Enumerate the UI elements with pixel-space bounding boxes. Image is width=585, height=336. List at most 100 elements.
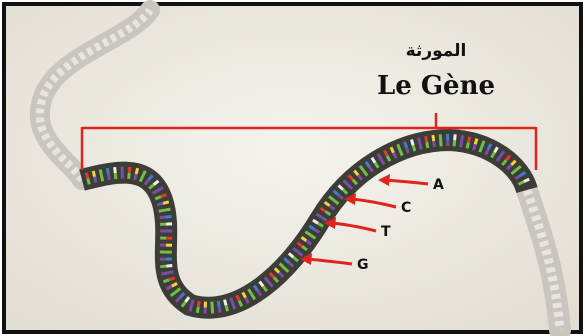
base-pair-rung	[179, 291, 186, 299]
base-pair-rung	[247, 288, 253, 296]
base-pair-rung	[517, 180, 525, 186]
base-label-t: T	[381, 224, 391, 240]
base-pair-rung	[91, 170, 97, 178]
base-pair-rung	[351, 178, 359, 186]
base-pair-rung	[252, 284, 259, 292]
base-arrow-a	[378, 174, 429, 186]
base-pair-rung	[376, 153, 383, 160]
base-pair-rung	[278, 262, 286, 269]
base-pair-rung	[308, 224, 316, 231]
base-pair-rung	[460, 135, 465, 142]
base-pair-rung	[301, 245, 308, 252]
base-pair-rung	[256, 289, 263, 297]
base-pair-rung	[473, 138, 479, 145]
dna-strand	[79, 128, 538, 319]
base-pair-rung	[277, 271, 285, 278]
base-pair-rung	[160, 193, 167, 199]
base-pair-rung	[490, 151, 496, 159]
base-pair-rung	[296, 241, 304, 248]
base-pair-rung	[184, 296, 191, 303]
faded-strand-right-rungs	[522, 188, 565, 331]
base-pair-rung	[224, 304, 230, 312]
base-pair-rung	[515, 165, 522, 172]
gene-bracket	[80, 113, 538, 170]
base-pair-rung	[506, 163, 513, 171]
base-pair-rung	[362, 169, 369, 177]
base-pair-rung	[431, 134, 436, 142]
base-pair-rung	[418, 143, 423, 150]
base-pair-rung	[127, 166, 132, 173]
base-pair-rung	[309, 233, 317, 240]
base-pair-rung	[319, 206, 327, 213]
base-pair-rung	[262, 285, 269, 293]
base-pair-rung	[217, 306, 222, 313]
base-pair-rung	[223, 299, 228, 306]
base-pair-rung	[231, 302, 237, 310]
base-pair-rung	[151, 189, 159, 195]
base-pair-rung	[160, 264, 167, 269]
base-pair-rung	[313, 227, 321, 234]
base-pair-rung	[405, 147, 410, 154]
base-pair-rung	[323, 200, 331, 207]
base-pair-rung	[84, 172, 90, 179]
base-arrow-c	[344, 193, 397, 209]
base-pair-rung	[168, 276, 176, 282]
base-pair-rung	[499, 150, 506, 157]
base-label-a: A	[433, 177, 444, 193]
base-pair-rung	[346, 183, 354, 190]
base-pair-rung	[411, 144, 417, 152]
base-pair-rung	[292, 246, 299, 254]
base-pair-rung	[263, 276, 270, 283]
base-pair-rung	[337, 193, 344, 200]
base-label-c: C	[401, 200, 411, 216]
base-pair-rung	[133, 173, 138, 181]
base-pair-rung	[519, 171, 527, 177]
base-pair-rung	[312, 218, 319, 225]
base-pair-rung	[320, 216, 328, 222]
base-pair-rung	[398, 149, 404, 157]
base-pair-rung	[410, 139, 415, 146]
base-pair-rung	[472, 143, 477, 151]
base-pair-rung	[304, 230, 312, 237]
title-french: Le Gène	[377, 71, 495, 101]
base-pair-rung	[127, 172, 131, 179]
base-pair-rung	[417, 137, 422, 144]
base-pair-rung	[282, 266, 290, 273]
base-pair-rung	[356, 174, 364, 181]
base-pair-rung	[250, 293, 257, 301]
base-pair-rung	[174, 296, 182, 303]
base-pair-rung	[317, 222, 324, 228]
base-pair-rung	[385, 155, 392, 162]
base-pair-rung	[341, 188, 349, 195]
base-pair-rung	[93, 176, 98, 184]
base-pair-rung	[190, 299, 195, 306]
base-pair-rung	[315, 212, 323, 219]
base-pair-rung	[389, 146, 395, 154]
base-pair-rung	[159, 215, 166, 220]
base-pair-rung	[453, 134, 457, 141]
base-pair-rung	[98, 169, 103, 176]
base-pair-rung	[523, 177, 530, 184]
base-arrow-t	[324, 217, 377, 233]
base-pair-rung	[244, 296, 250, 304]
base-pair-rung	[99, 175, 105, 182]
base-pair-rung	[148, 183, 155, 190]
base-pair-rung	[267, 281, 274, 288]
base-pair-rung	[368, 165, 374, 173]
base-pair-rung	[328, 204, 336, 211]
base-pair-rung	[452, 140, 457, 147]
base-pair-rung	[143, 178, 150, 186]
base-pair-rung	[169, 290, 177, 297]
base-arrow-g	[300, 253, 353, 266]
base-pair-rung	[268, 271, 276, 279]
base-pair-rung	[459, 140, 464, 148]
base-pair-rung	[364, 160, 371, 168]
base-pair-rung	[166, 270, 174, 275]
base-pair-rung	[324, 210, 332, 217]
base-pair-rung	[229, 297, 235, 304]
base-pair-rung	[478, 145, 484, 153]
base-pair-rung	[157, 186, 164, 192]
base-pair-rung	[403, 141, 408, 148]
